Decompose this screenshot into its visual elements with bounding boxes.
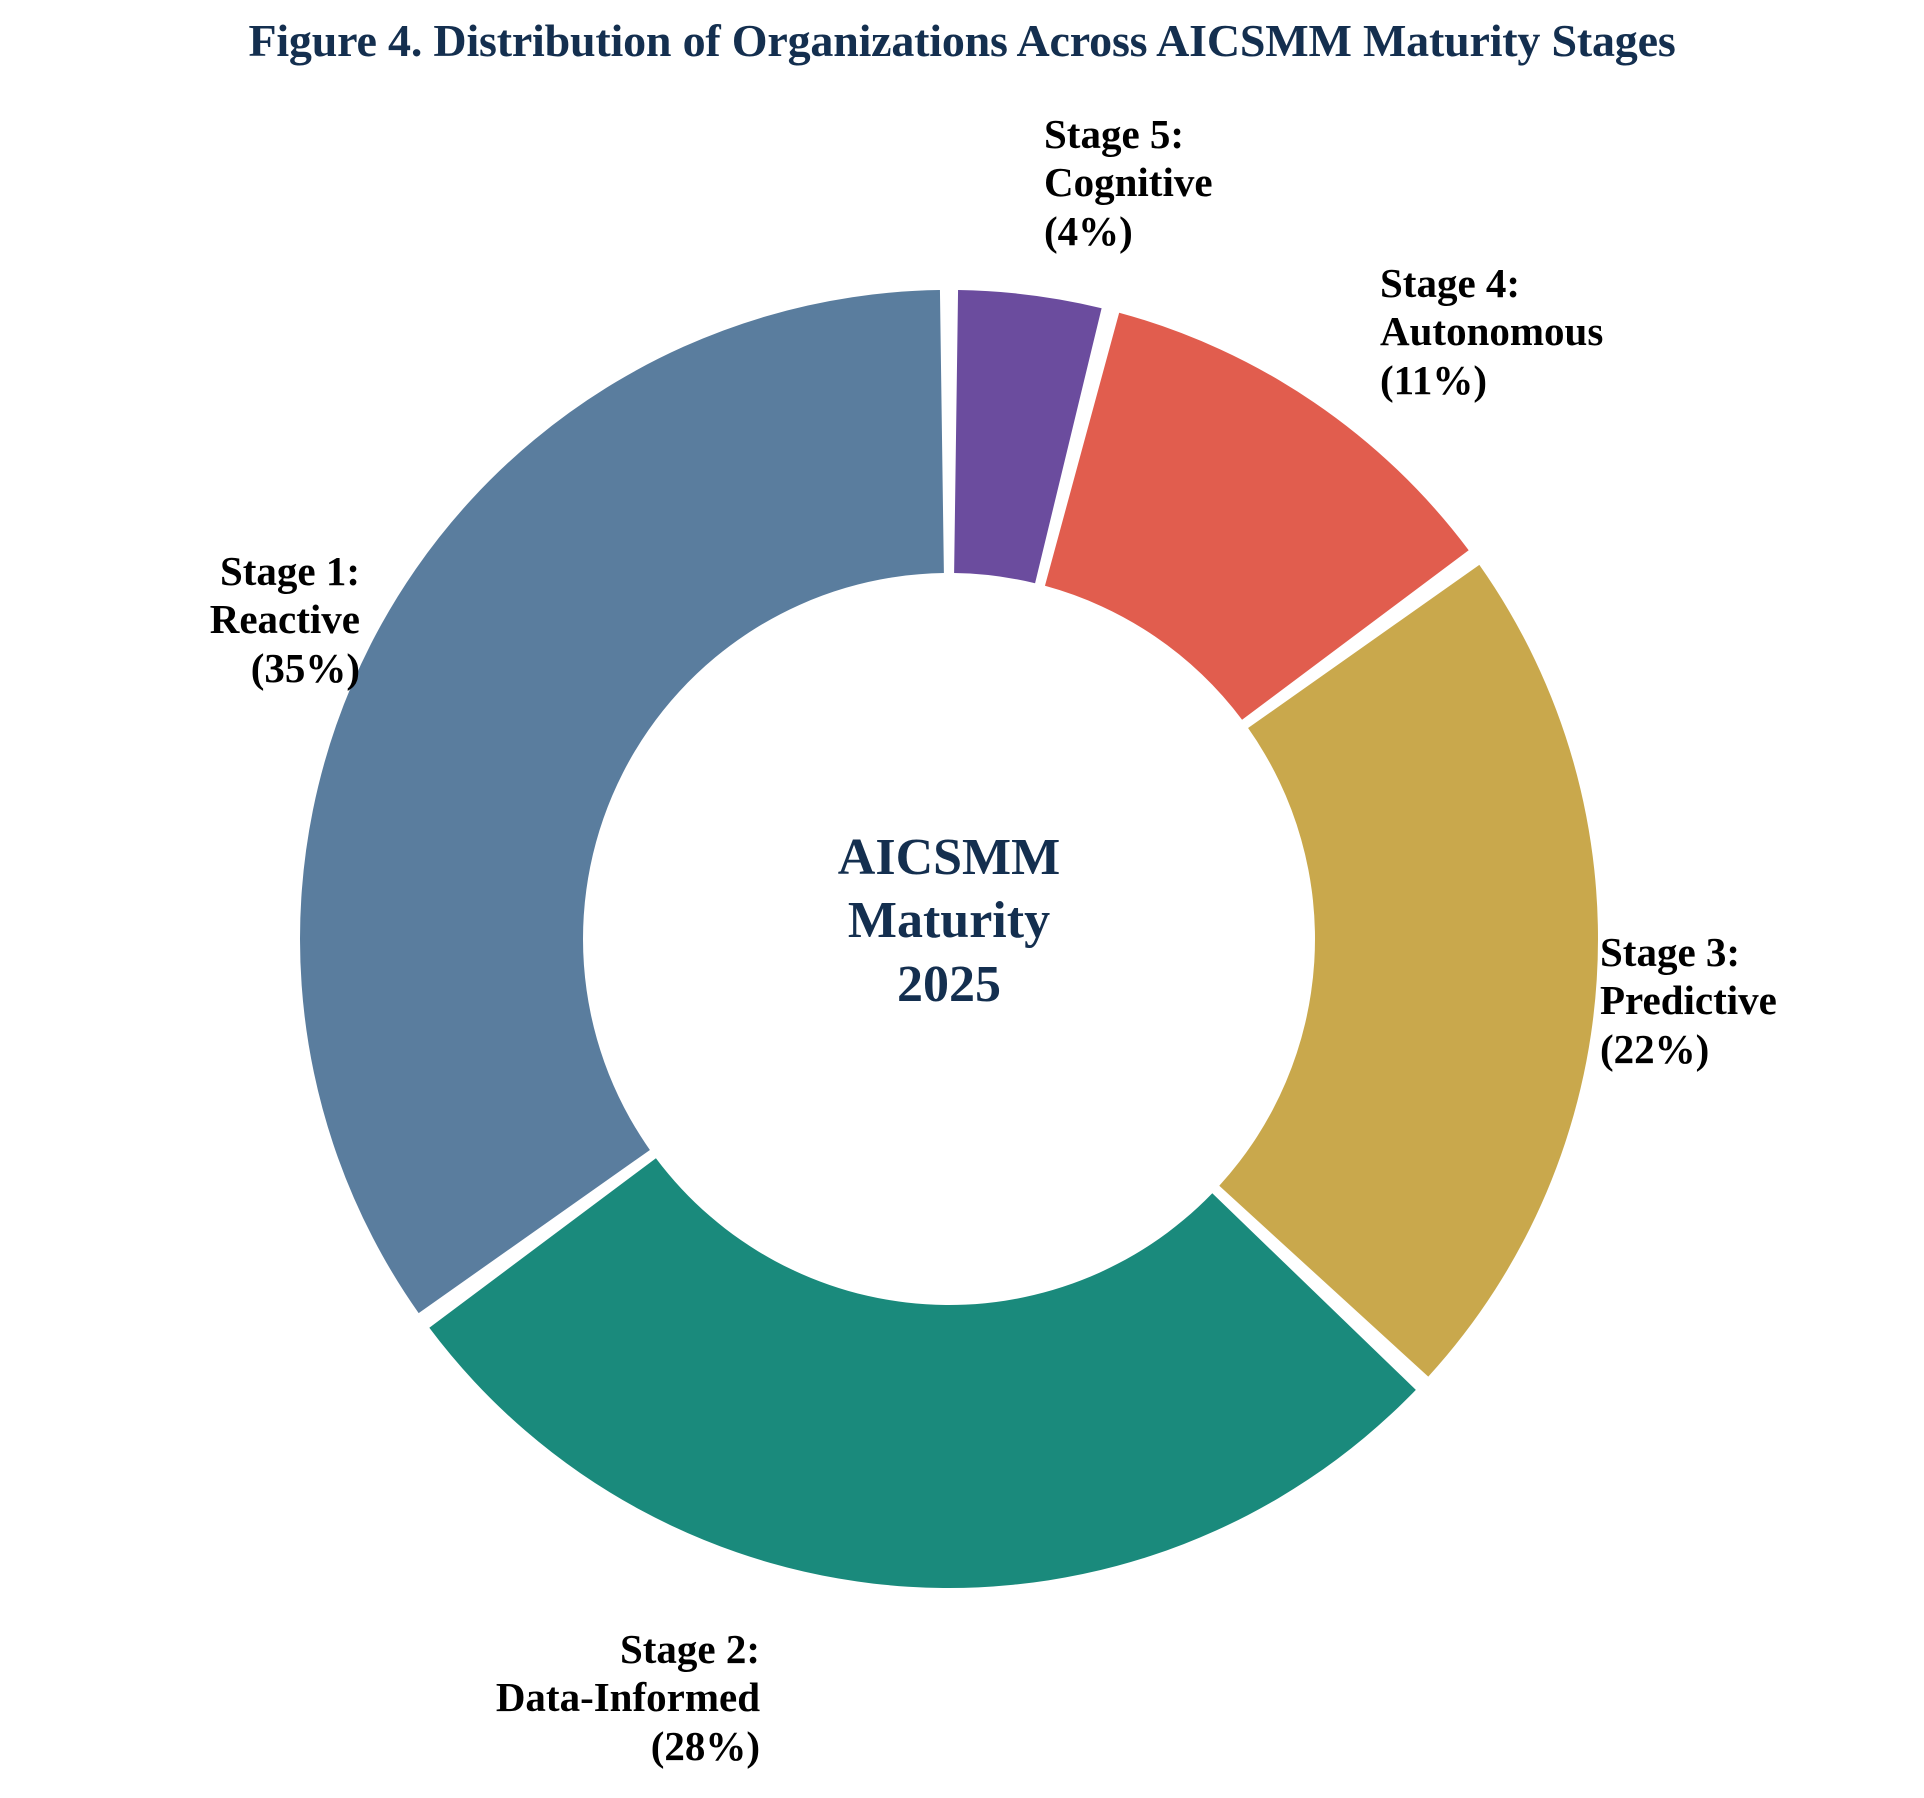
donut-slice-stage-3[interactable]: [1219, 564, 1598, 1377]
slice-label-stage-3: Stage 3: Predictive (22%): [1600, 929, 1777, 1072]
donut-slice-group: [299, 290, 1598, 1588]
donut-slice-stage-5[interactable]: [954, 290, 1102, 584]
slice-label-stage-1: Stage 1: Reactive (35%): [209, 548, 360, 691]
donut-slice-stage-1[interactable]: [299, 290, 944, 1314]
page-title: Figure 4. Distribution of Organizations …: [248, 15, 1676, 66]
donut-slice-stage-2[interactable]: [429, 1158, 1416, 1588]
donut-center-label: AICSMM Maturity 2025: [837, 829, 1061, 1013]
slice-label-stage-2: Stage 2: Data-Informed (28%): [495, 1626, 760, 1769]
donut-slice-stage-4[interactable]: [1044, 312, 1469, 720]
slice-label-stage-5: Stage 5: Cognitive (4%): [1044, 111, 1213, 254]
slice-label-stage-4: Stage 4: Autonomous (11%): [1380, 260, 1604, 403]
